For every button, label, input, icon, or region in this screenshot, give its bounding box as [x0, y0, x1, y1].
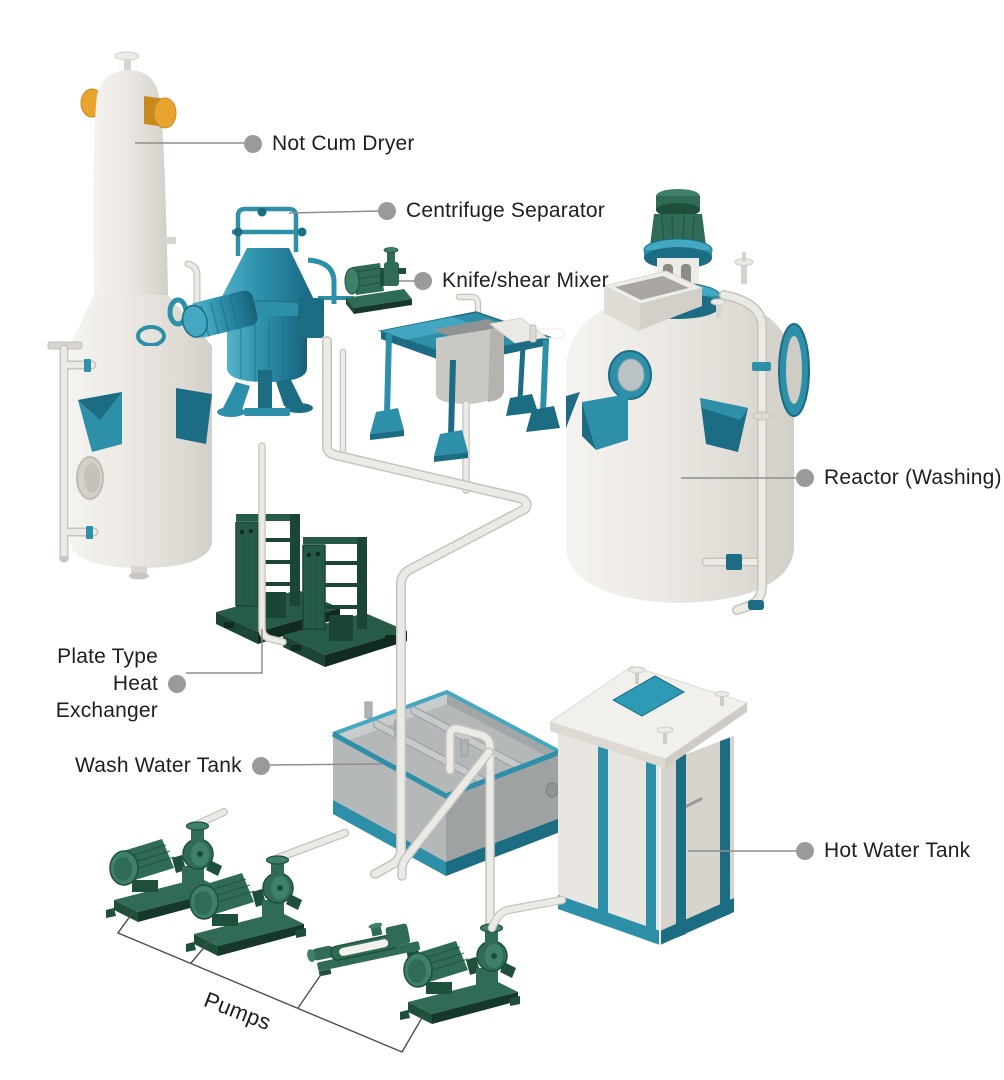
pump-suction-pipes — [194, 808, 350, 863]
pump-3-screw — [307, 922, 421, 977]
hot-water-tank-illustration — [548, 665, 749, 945]
label-hot-water-tank-text: Hot Water Tank — [824, 839, 971, 862]
label-reactor: Reactor (Washing) — [796, 465, 1002, 491]
label-reactor-text: Reactor (Washing) — [824, 466, 1002, 489]
label-dot — [378, 202, 396, 220]
separator-drain-pipe — [258, 442, 287, 646]
centrifuge-separator-illustration — [181, 206, 354, 417]
label-wash-water-tank-text: Wash Water Tank — [75, 754, 242, 777]
wash-water-tank-illustration — [331, 689, 561, 876]
sink-table-illustration — [339, 293, 560, 494]
pump-4 — [399, 923, 521, 1025]
label-knife-shear-mixer-text: Knife/shear Mixer — [442, 269, 609, 292]
knife-shear-mixer-illustration — [344, 247, 412, 314]
label-centrifuge-separator: Centrifuge Separator — [378, 198, 605, 224]
label-dot — [796, 469, 814, 487]
label-dryer: Not Cum Dryer — [244, 131, 415, 157]
plate-heat-exchanger-2-illustration — [283, 537, 407, 667]
label-dot — [796, 842, 814, 860]
label-knife-shear-mixer: Knife/shear Mixer — [414, 268, 609, 294]
tank-suction-pipe — [397, 723, 495, 934]
label-wash-water-tank: Wash Water Tank — [75, 753, 270, 779]
label-dot — [244, 135, 262, 153]
reactor-illustration — [529, 189, 810, 615]
label-centrifuge-separator-text: Centrifuge Separator — [406, 199, 605, 222]
pumps-bracket — [116, 911, 424, 1053]
label-dot — [168, 674, 186, 693]
lid-vents — [628, 666, 730, 744]
pump-discharge-pipes — [487, 895, 567, 933]
label-dryer-text: Not Cum Dryer — [272, 132, 415, 155]
label-hot-water-tank: Hot Water Tank — [796, 838, 970, 864]
label-dot — [414, 272, 432, 290]
leader-lines — [135, 142, 797, 852]
dryer-illustration — [47, 51, 212, 580]
label-dot — [251, 757, 270, 775]
main-process-pipe — [322, 336, 532, 879]
